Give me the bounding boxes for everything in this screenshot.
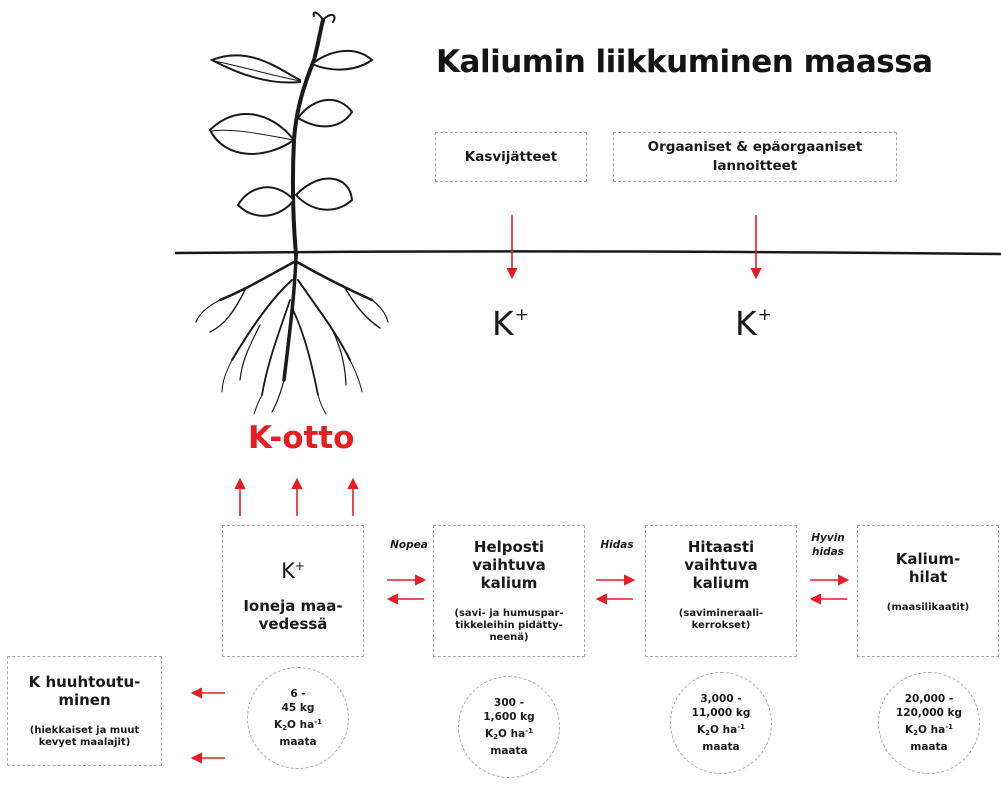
ground-line	[174, 250, 1001, 256]
pool-box-slowly-exchangeable: Hitaasti vaihtuva kalium (savimineraali-…	[645, 525, 797, 657]
pool-amount-circle-2: 300 - 1,600 kg K2O ha-1 maata	[458, 676, 560, 778]
source-label: Kasvijätteet	[464, 148, 558, 165]
leaching-box: K huuhtoutu-minen (hiekkaiset ja muut ke…	[7, 656, 162, 766]
source-box-fertilizers: Orgaaniset & epäorgaaniset lannoitteet	[613, 132, 897, 182]
rate-label-fast: Nopea	[390, 539, 428, 551]
k-uptake-label: K-otto	[248, 420, 355, 456]
pool-box-solution-ions: K+ Ioneja maa-vedessä	[222, 525, 364, 657]
pool-name: Hitaasti vaihtuva kalium	[684, 538, 758, 592]
leaching-name: K huuhtoutu-minen	[28, 673, 141, 709]
k-ion-label-1: K+	[492, 304, 529, 343]
pool-note: (savimineraali-kerrokset)	[678, 608, 764, 631]
source-label: Orgaaniset & epäorgaaniset lannoitteet	[647, 139, 863, 174]
pool-name: Helposti vaihtuva kalium	[472, 538, 546, 592]
pool-box-lattice-potassium: Kalium-hilat (maasilikaatit)	[857, 525, 999, 657]
pool-name: Kalium-hilat	[895, 550, 961, 586]
pool-box-easily-exchangeable: Helposti vaihtuva kalium (savi- ja humus…	[433, 525, 585, 657]
rate-label-slow: Hidas	[600, 539, 634, 551]
pool-note: (savi- ja humuspar-tikkeleihin pidätty-n…	[454, 608, 564, 643]
pool-amount-circle-4: 20,000 - 120,000 kg K2O ha-1 maata	[878, 672, 980, 774]
pool-amount-circle-3: 3,000 - 11,000 kg K2O ha-1 maata	[670, 672, 772, 774]
pool-k-ion: K+	[281, 559, 305, 583]
rate-label-very-slow: Hyvin hidas	[811, 532, 845, 558]
pool-note: (maasilikaatit)	[886, 602, 970, 613]
diagram-title: Kaliumin liikkuminen maassa	[436, 44, 933, 80]
pool-amount-circle-1: 6 - 45 kg K2O ha-1 maata	[247, 667, 349, 769]
source-box-plant-residues: Kasvijätteet	[435, 132, 587, 182]
k-ion-label-2: K+	[735, 304, 772, 343]
plant-illustration	[195, 11, 389, 415]
pool-name: Ioneja maa-vedessä	[243, 597, 343, 633]
leaching-note: (hiekkaiset ja muut kevyet maalajit)	[29, 725, 140, 748]
